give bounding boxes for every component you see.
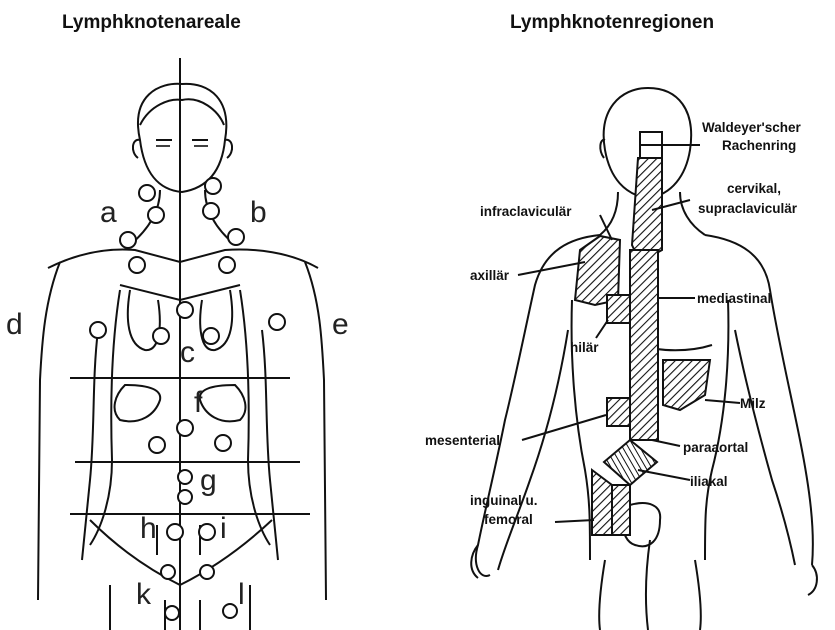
lymph-node bbox=[149, 437, 165, 453]
lymph-node bbox=[200, 565, 214, 579]
lymph-node bbox=[161, 565, 175, 579]
lymph-node bbox=[139, 185, 155, 201]
label-mediastinal: mediastinal bbox=[697, 291, 771, 306]
label-inguinal-line1: inguinal u. bbox=[470, 493, 538, 508]
lymph-node bbox=[178, 470, 192, 484]
area-label-h: h bbox=[140, 512, 157, 545]
lymph-node bbox=[153, 328, 169, 344]
lymph-node bbox=[120, 232, 136, 248]
area-label-c: c bbox=[180, 336, 195, 369]
area-label-d: d bbox=[6, 308, 23, 341]
area-label-g: g bbox=[200, 464, 217, 497]
area-label-l: l bbox=[238, 578, 245, 611]
label-cervikal-line1: cervikal, bbox=[727, 181, 781, 196]
lymph-node bbox=[165, 606, 179, 620]
lymph-node bbox=[219, 257, 235, 273]
lymph-node bbox=[215, 435, 231, 451]
lymph-node bbox=[199, 524, 215, 540]
label-axillar: axillär bbox=[470, 268, 510, 283]
lymph-node bbox=[223, 604, 237, 618]
lymph-node bbox=[129, 257, 145, 273]
label-paraaortal: paraaortal bbox=[683, 440, 748, 455]
area-label-b: b bbox=[250, 196, 267, 229]
label-mesenterial: mesenterial bbox=[425, 433, 500, 448]
lymph-node bbox=[203, 328, 219, 344]
area-label-e: e bbox=[332, 308, 349, 341]
lymph-node bbox=[228, 229, 244, 245]
lymph-node bbox=[148, 207, 164, 223]
area-label-i: i bbox=[220, 512, 227, 545]
area-label-k: k bbox=[136, 578, 152, 611]
area-label-f: f bbox=[194, 386, 203, 419]
label-waldeyer-line1: Waldeyer'scher bbox=[702, 120, 802, 135]
lymph-node bbox=[90, 322, 106, 338]
label-waldeyer-line2: Rachenring bbox=[722, 138, 796, 153]
lymph-node bbox=[167, 524, 183, 540]
label-infraclavicular: infraclaviculär bbox=[480, 204, 572, 219]
lymph-node bbox=[205, 178, 221, 194]
label-iliakal: iliakal bbox=[690, 474, 728, 489]
lymph-node bbox=[177, 420, 193, 436]
label-cervikal-line2: supraclaviculär bbox=[698, 201, 798, 216]
label-hilar: hilär bbox=[570, 340, 599, 355]
label-inguinal-line2: femoral bbox=[484, 512, 533, 527]
lymph-node bbox=[177, 302, 193, 318]
left-lymph-nodes bbox=[90, 178, 285, 620]
label-milz: Milz bbox=[740, 396, 766, 411]
lymph-node bbox=[269, 314, 285, 330]
lymph-node bbox=[203, 203, 219, 219]
area-label-a: a bbox=[100, 196, 117, 229]
lymph-node bbox=[178, 490, 192, 504]
right-body-figure bbox=[471, 88, 817, 630]
